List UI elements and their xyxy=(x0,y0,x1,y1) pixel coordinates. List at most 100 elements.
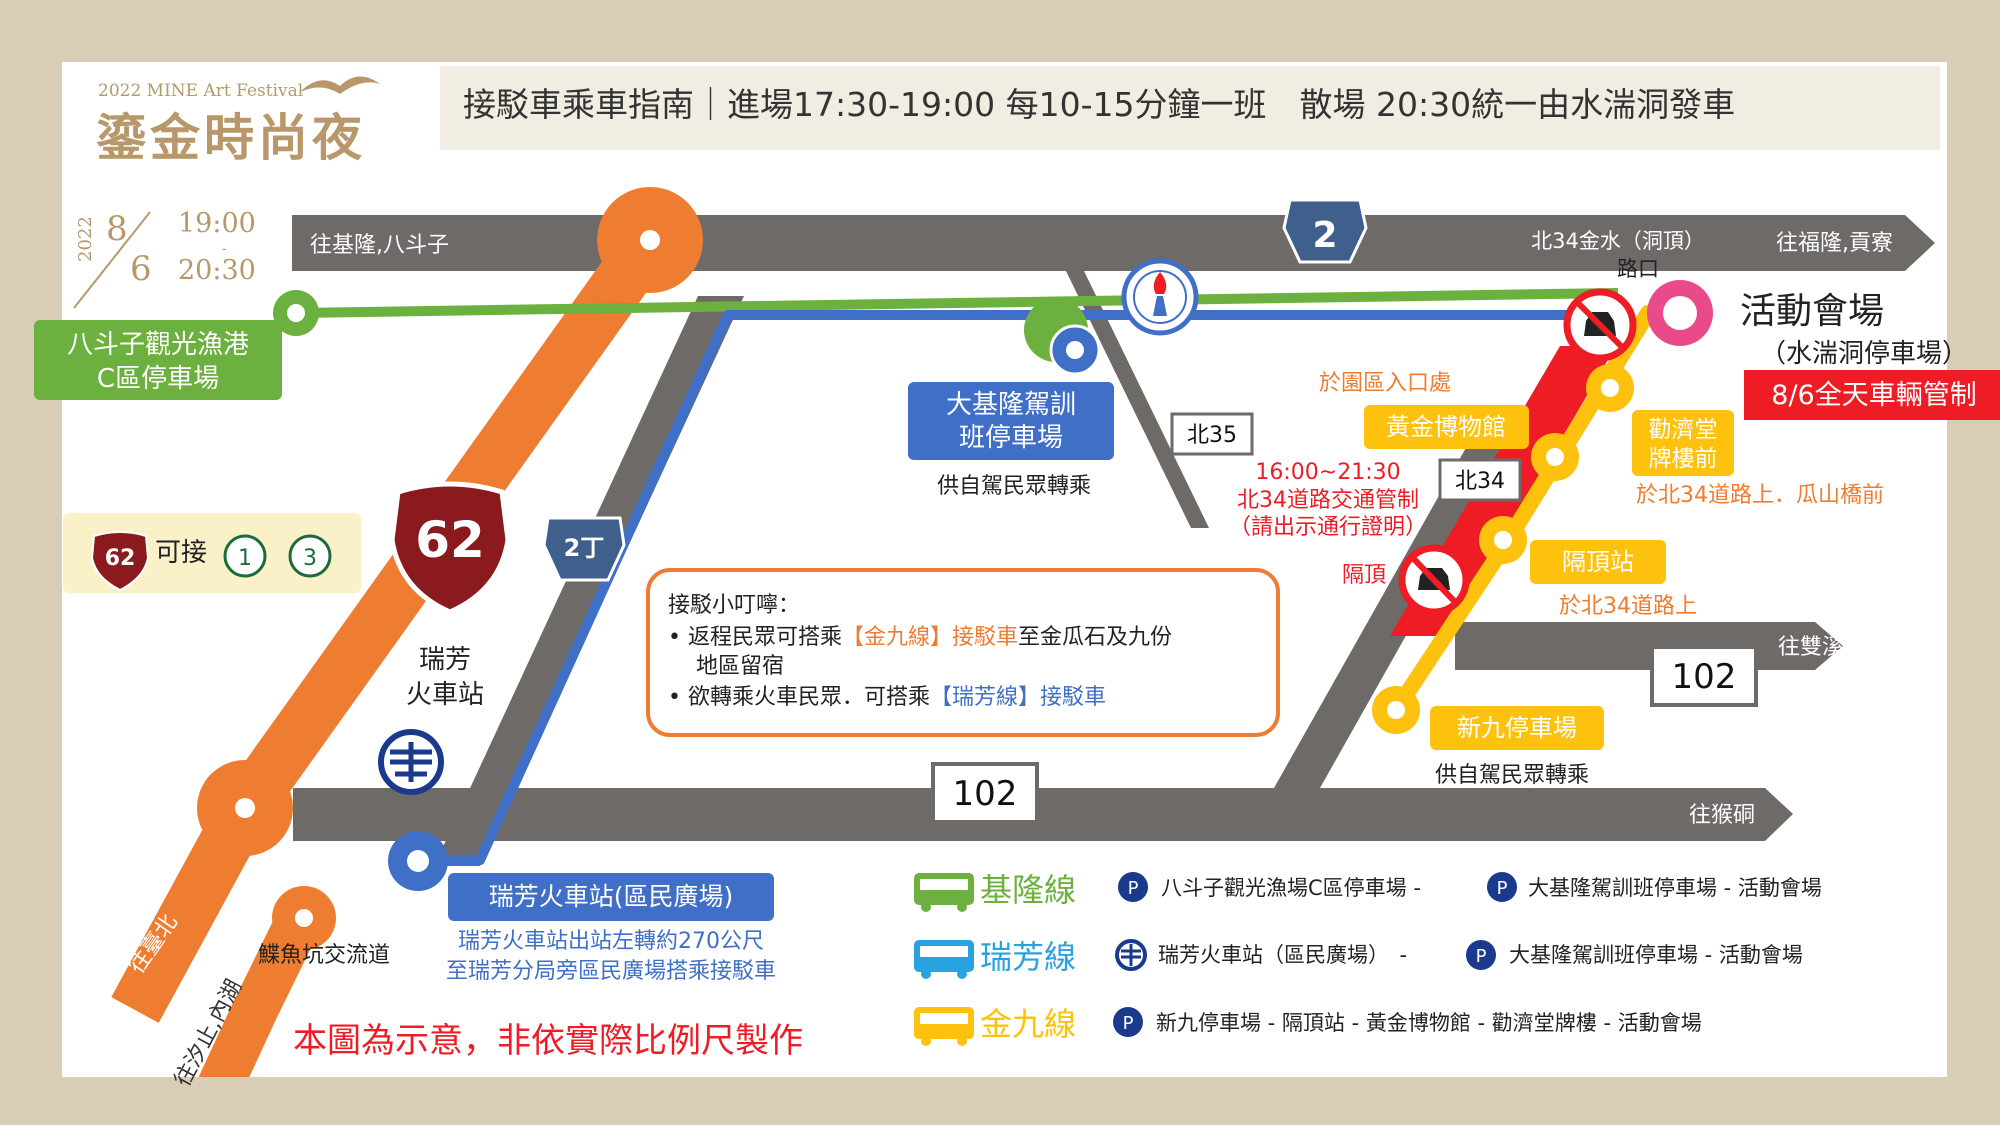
stop-museum-dot xyxy=(1546,448,1564,466)
full-day-control-box xyxy=(1744,370,2000,420)
direction-fulong: 往福隆,貢寮 xyxy=(1776,231,1893,256)
legend-ruifang-route-2: 大基隆駕訓班停車場 - 活動會場 xyxy=(1509,943,1803,967)
xinjiu-note: 供自駕民眾轉乘 xyxy=(1435,763,1589,788)
road-sign-102-main-label: 102 xyxy=(953,774,1018,814)
legend-jinjiu-route: 新九停車場 - 隔頂站 - 黃金博物館 - 勸濟堂牌樓 - 活動會場 xyxy=(1156,1011,1702,1035)
direction-shuangxi: 往雙溪 xyxy=(1778,635,1844,660)
junction-label-2: 路口 xyxy=(1617,257,1659,281)
road-sign-102-main xyxy=(931,762,1039,824)
stop-qinji-dot xyxy=(1601,379,1619,397)
no-slash-geding xyxy=(1409,554,1459,606)
xinjiu-label-box xyxy=(1430,706,1604,750)
road-sign-102-east xyxy=(1650,645,1758,707)
direction-houtong: 往猴硐 xyxy=(1689,803,1755,828)
ruifang-station-label2: 火車站 xyxy=(406,680,484,710)
date-month: 8 xyxy=(106,209,128,249)
venue-sublabel: （水湍洞停車場） xyxy=(1760,339,1968,369)
parking-icon xyxy=(1466,940,1496,970)
ruifang-note-2: 至瑞芳分局旁區民廣場搭乘接駁車 xyxy=(446,959,776,984)
keelung-line-route xyxy=(295,288,1619,318)
road-sign-bei34-label: 北34 xyxy=(1455,469,1505,494)
parking-icon xyxy=(1113,1007,1143,1037)
road-2-north-coast xyxy=(292,215,1935,271)
legend-jinjiu: 金九線 P 新九停車場 - 隔頂站 - 黃金博物館 - 勸濟堂牌樓 - 活動會場 xyxy=(914,1005,1702,1046)
transfer-label: 可接 xyxy=(155,538,207,568)
dajilong-label-box xyxy=(908,382,1114,460)
highway-node-interchange-dot xyxy=(295,909,313,927)
small-shield-62 xyxy=(90,531,150,592)
bus-3-label: 3 xyxy=(303,546,317,571)
train-icon-legend-mark xyxy=(1121,944,1141,966)
road-shield-62-label: 62 xyxy=(415,511,485,569)
dajilong-label-line1: 大基隆駕訓 xyxy=(946,390,1076,420)
road-sign-bei35-label: 北35 xyxy=(1187,423,1237,448)
highway-node-north-dot xyxy=(640,230,660,250)
geding-label: 隔頂站 xyxy=(1562,548,1634,576)
museum-label-box xyxy=(1364,405,1529,449)
road-shield-2ding xyxy=(542,516,626,582)
parking-icon xyxy=(1487,872,1517,902)
time-end: 20:30 xyxy=(178,255,256,286)
legend-ruifang: 瑞芳線 瑞芳火車站（區民廣場） - P 大基隆駕訓班停車場 - 活動會場 xyxy=(914,938,1803,979)
ruifang-station-box xyxy=(448,873,774,921)
date-day: 6 xyxy=(130,249,152,289)
badouzi-label-box xyxy=(34,320,282,400)
stop-badouzi-dot xyxy=(287,304,305,322)
control-pass: （請出示通行證明） xyxy=(1229,515,1427,540)
bus-1-label: 1 xyxy=(238,546,252,571)
bus-3-icon xyxy=(288,534,332,578)
road-bei35 xyxy=(1066,271,1209,528)
parking-icon-label: P xyxy=(1476,946,1487,967)
qinji-note: 於北34道路上．瓜山橋前 xyxy=(1636,483,1884,508)
stop-ruifang-station-dot xyxy=(407,850,429,872)
road-sign-bei35 xyxy=(1170,412,1254,456)
stop-dajilong-dot xyxy=(1066,341,1084,359)
stop-xinjiu-dot xyxy=(1387,701,1405,719)
stop-geding-dot xyxy=(1494,531,1512,549)
road-102-main xyxy=(293,788,1793,841)
notice-item-1: • 返程民眾可搭乘【金九線】接駁車至金瓜石及九份 xyxy=(668,625,1172,650)
parking-icon-label: P xyxy=(1128,878,1139,899)
dajilong-note: 供自駕民眾轉乘 xyxy=(937,474,1091,499)
museum-label: 黃金博物館 xyxy=(1386,413,1506,441)
dajilong-label-line2: 班停車場 xyxy=(959,423,1063,453)
junction-label-1: 北34金水（洞頂） xyxy=(1531,229,1705,253)
bus-1-icon xyxy=(223,534,267,578)
legend-ruifang-name: 瑞芳線 xyxy=(980,938,1076,976)
parking-icon-label: P xyxy=(1123,1013,1134,1034)
ruifang-station-label1: 瑞芳 xyxy=(419,645,471,675)
parking-icon-label: P xyxy=(1497,878,1508,899)
road-sign-bei34 xyxy=(1438,458,1522,502)
legend-keelung-route: 八斗子觀光漁場C區停車場 - xyxy=(1161,876,1421,900)
venue-marker-inner xyxy=(1663,296,1697,330)
direction-keelung: 往基隆,八斗子 xyxy=(310,233,449,258)
road-shield-2 xyxy=(1282,198,1368,264)
venue-label: 活動會場 xyxy=(1740,291,1884,332)
road-shield-2ding-label: 2丁 xyxy=(564,534,605,562)
park-entrance-note: 於園區入口處 xyxy=(1319,371,1451,396)
highway-node-south-dot xyxy=(235,798,255,818)
legend-jinjiu-name: 金九線 xyxy=(980,1005,1076,1043)
badouzi-label-line1: 八斗子觀光漁港 xyxy=(67,330,249,360)
notice-item-2: • 欲轉乘火車民眾．可搭乘【瑞芳線】接駁車 xyxy=(668,685,1106,710)
legend-keelung: 基隆線 P 八斗子觀光漁場C區停車場 - P 大基隆駕訓班停車場 - 活動會場 xyxy=(914,871,1822,912)
date-slash xyxy=(73,211,151,309)
road-sign-102-east-label: 102 xyxy=(1672,657,1737,697)
road-shield-62 xyxy=(389,481,511,615)
ruifang-station-box-label: 瑞芳火車站(區民廣場) xyxy=(489,882,734,911)
qinji-label-line2: 牌樓前 xyxy=(1649,446,1718,472)
torch-icon xyxy=(1153,296,1167,316)
yuyukeng-interchange: 鰈魚坑交流道 xyxy=(258,943,390,968)
control-geding-gate: 隔頂 xyxy=(1342,563,1386,588)
qinji-label-box xyxy=(1632,410,1734,476)
guide-banner xyxy=(440,66,1940,150)
date-year: 2022 xyxy=(75,216,96,262)
badouzi-label-line2: C區停車場 xyxy=(97,364,219,394)
small-shield-62-label: 62 xyxy=(105,546,136,571)
festival-logo-mark xyxy=(300,76,380,94)
road-shield-2-label: 2 xyxy=(1312,215,1337,256)
time-dash: - xyxy=(222,241,227,257)
police-emblem-inner xyxy=(1133,270,1187,324)
